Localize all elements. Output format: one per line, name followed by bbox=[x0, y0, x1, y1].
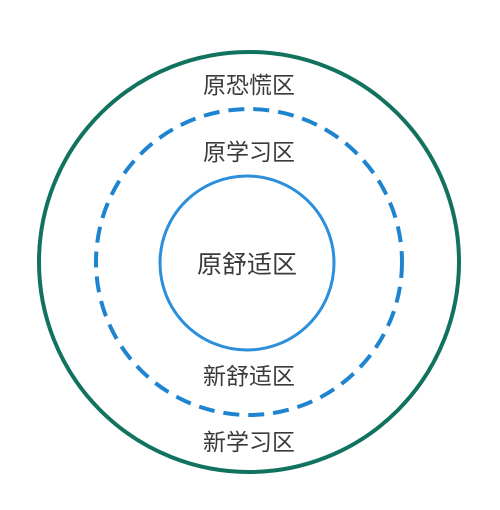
middle-bottom-label: 新舒适区 bbox=[203, 364, 295, 390]
outer-zone-ring bbox=[37, 50, 461, 474]
center-label: 原舒适区 bbox=[197, 250, 297, 279]
inner-zone-ring bbox=[158, 174, 336, 352]
outer-top-label: 原恐慌区 bbox=[203, 73, 295, 99]
outer-bottom-label: 新学习区 bbox=[203, 430, 295, 456]
middle-top-label: 原学习区 bbox=[203, 140, 295, 166]
middle-zone-ring bbox=[94, 107, 404, 417]
